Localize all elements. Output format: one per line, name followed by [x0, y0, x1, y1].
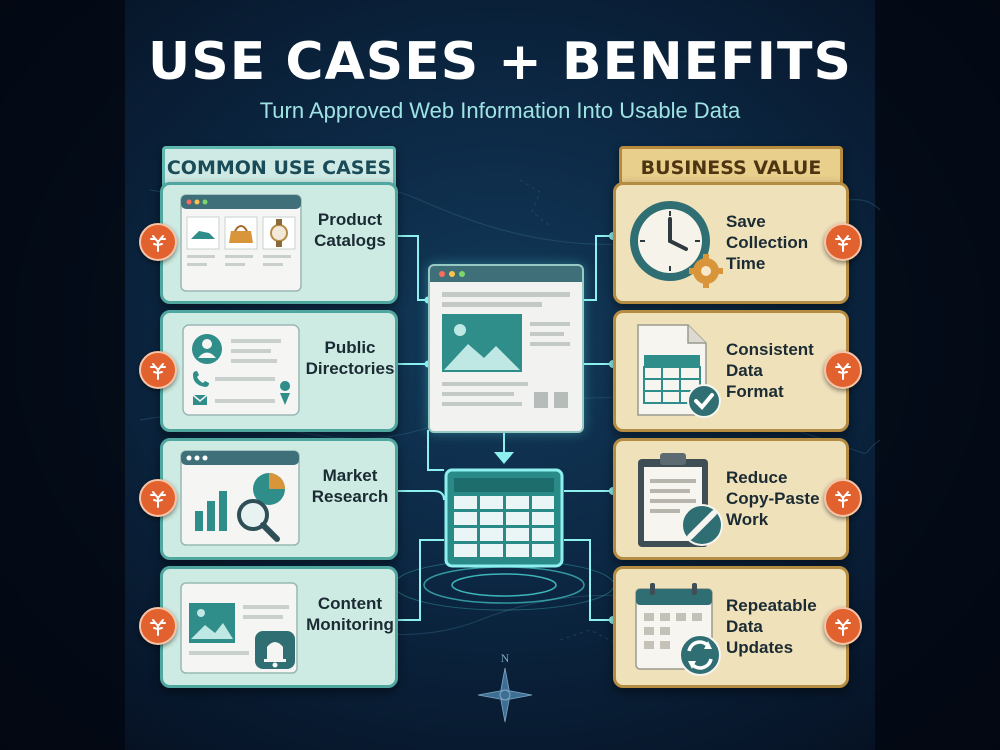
- compass-rose-icon: N: [477, 651, 533, 723]
- card-label: Consistent Data Format: [726, 340, 814, 401]
- chart-magnifier-icon: [180, 450, 300, 546]
- compass-north-label: N: [501, 651, 510, 665]
- calendar-refresh-icon: [635, 583, 721, 676]
- clipboard-no-icon: [638, 453, 723, 547]
- card-label: Market Research: [311, 466, 389, 506]
- card-label: Product Catalogs: [314, 210, 386, 250]
- page-title: USE CASES + BENEFITS: [148, 32, 852, 92]
- page-bell-icon: [180, 582, 298, 674]
- page-subtitle: Turn Approved Web Information Into Usabl…: [259, 98, 741, 123]
- coral-badge-icon: [824, 351, 862, 389]
- card-label: Content Monitoring: [306, 594, 394, 634]
- contact-card-icon: [182, 324, 300, 416]
- card-label: Save Collection Time: [726, 212, 809, 273]
- spreadsheet-check-icon: [637, 324, 721, 418]
- card-reduce-copy-paste: Reduce Copy-Paste Work: [613, 438, 862, 560]
- web-page-window-icon: [428, 264, 584, 433]
- clock-gear-icon: [630, 201, 723, 288]
- card-label: Repeatable Data Updates: [726, 596, 817, 657]
- card-label: Reduce Copy-Paste Work: [726, 468, 820, 529]
- card-save-collection-time: Save Collection Time: [613, 182, 862, 304]
- right-margin: [875, 0, 1000, 750]
- coral-badge-icon: [139, 607, 177, 645]
- coral-badge-icon: [139, 223, 177, 261]
- card-public-directories: Public Directories: [139, 310, 398, 432]
- card-label: Public Directories: [305, 338, 395, 378]
- coral-badge-icon: [824, 607, 862, 645]
- card-consistent-data-format: Consistent Data Format: [613, 310, 862, 432]
- coral-badge-icon: [824, 223, 862, 261]
- card-content-monitoring: Content Monitoring: [139, 566, 398, 688]
- coral-badge-icon: [139, 351, 177, 389]
- card-market-research: Market Research: [139, 438, 398, 560]
- card-repeatable-data-updates: Repeatable Data Updates: [613, 566, 862, 688]
- coral-badge-icon: [824, 479, 862, 517]
- data-table-icon: [444, 468, 564, 568]
- coral-badge-icon: [139, 479, 177, 517]
- product-grid-window-icon: [180, 194, 302, 292]
- left-margin: [0, 0, 125, 750]
- card-product-catalogs: Product Catalogs: [139, 182, 398, 304]
